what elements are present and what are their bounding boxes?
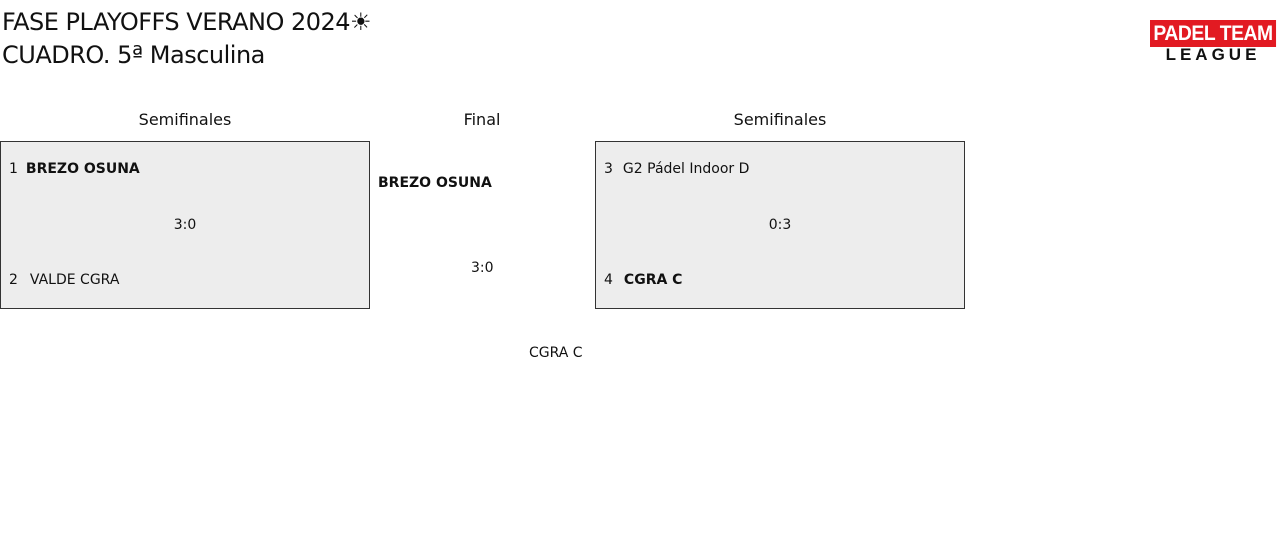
round-label-final: Final xyxy=(463,110,501,129)
logo-top-text: PADEL TEAM xyxy=(1150,20,1277,47)
team-seed: 1 xyxy=(9,161,18,177)
team-row[interactable]: 2 VALDE CGRA xyxy=(9,272,119,288)
padel-team-league-logo: PADEL TEAM LEAGUE xyxy=(1150,20,1277,64)
team-row[interactable]: 1 BREZO OSUNA xyxy=(9,161,140,177)
round-label-semifinal-left: Semifinales xyxy=(138,110,232,129)
final-score: 3:0 xyxy=(471,260,494,276)
logo-bottom-text: LEAGUE xyxy=(1165,45,1261,64)
team-seed: 3 xyxy=(604,161,613,177)
semifinal-left-match[interactable]: 1 BREZO OSUNA 3:0 2 VALDE CGRA xyxy=(0,141,370,309)
final-team-1: BREZO OSUNA xyxy=(378,175,492,191)
team-name: VALDE CGRA xyxy=(29,272,120,288)
team-name: CGRA C xyxy=(623,272,683,288)
team-row[interactable]: 4 CGRA C xyxy=(604,272,682,288)
team-name: G2 Pádel Indoor D xyxy=(622,161,750,177)
page-title: FASE PLAYOFFS VERANO 2024☀ xyxy=(2,8,372,36)
match-score: 0:3 xyxy=(768,217,792,233)
team-seed: 2 xyxy=(9,272,18,288)
round-label-semifinal-right: Semifinales xyxy=(733,110,827,129)
team-name: BREZO OSUNA xyxy=(25,161,140,177)
final-team-2: CGRA C xyxy=(529,345,583,361)
page-subtitle: CUADRO. 5ª Masculina xyxy=(2,41,265,69)
match-score: 3:0 xyxy=(173,217,197,233)
team-row[interactable]: 3 G2 Pádel Indoor D xyxy=(604,161,749,177)
team-seed: 4 xyxy=(604,272,613,288)
semifinal-right-match[interactable]: 3 G2 Pádel Indoor D 0:3 4 CGRA C xyxy=(595,141,965,309)
